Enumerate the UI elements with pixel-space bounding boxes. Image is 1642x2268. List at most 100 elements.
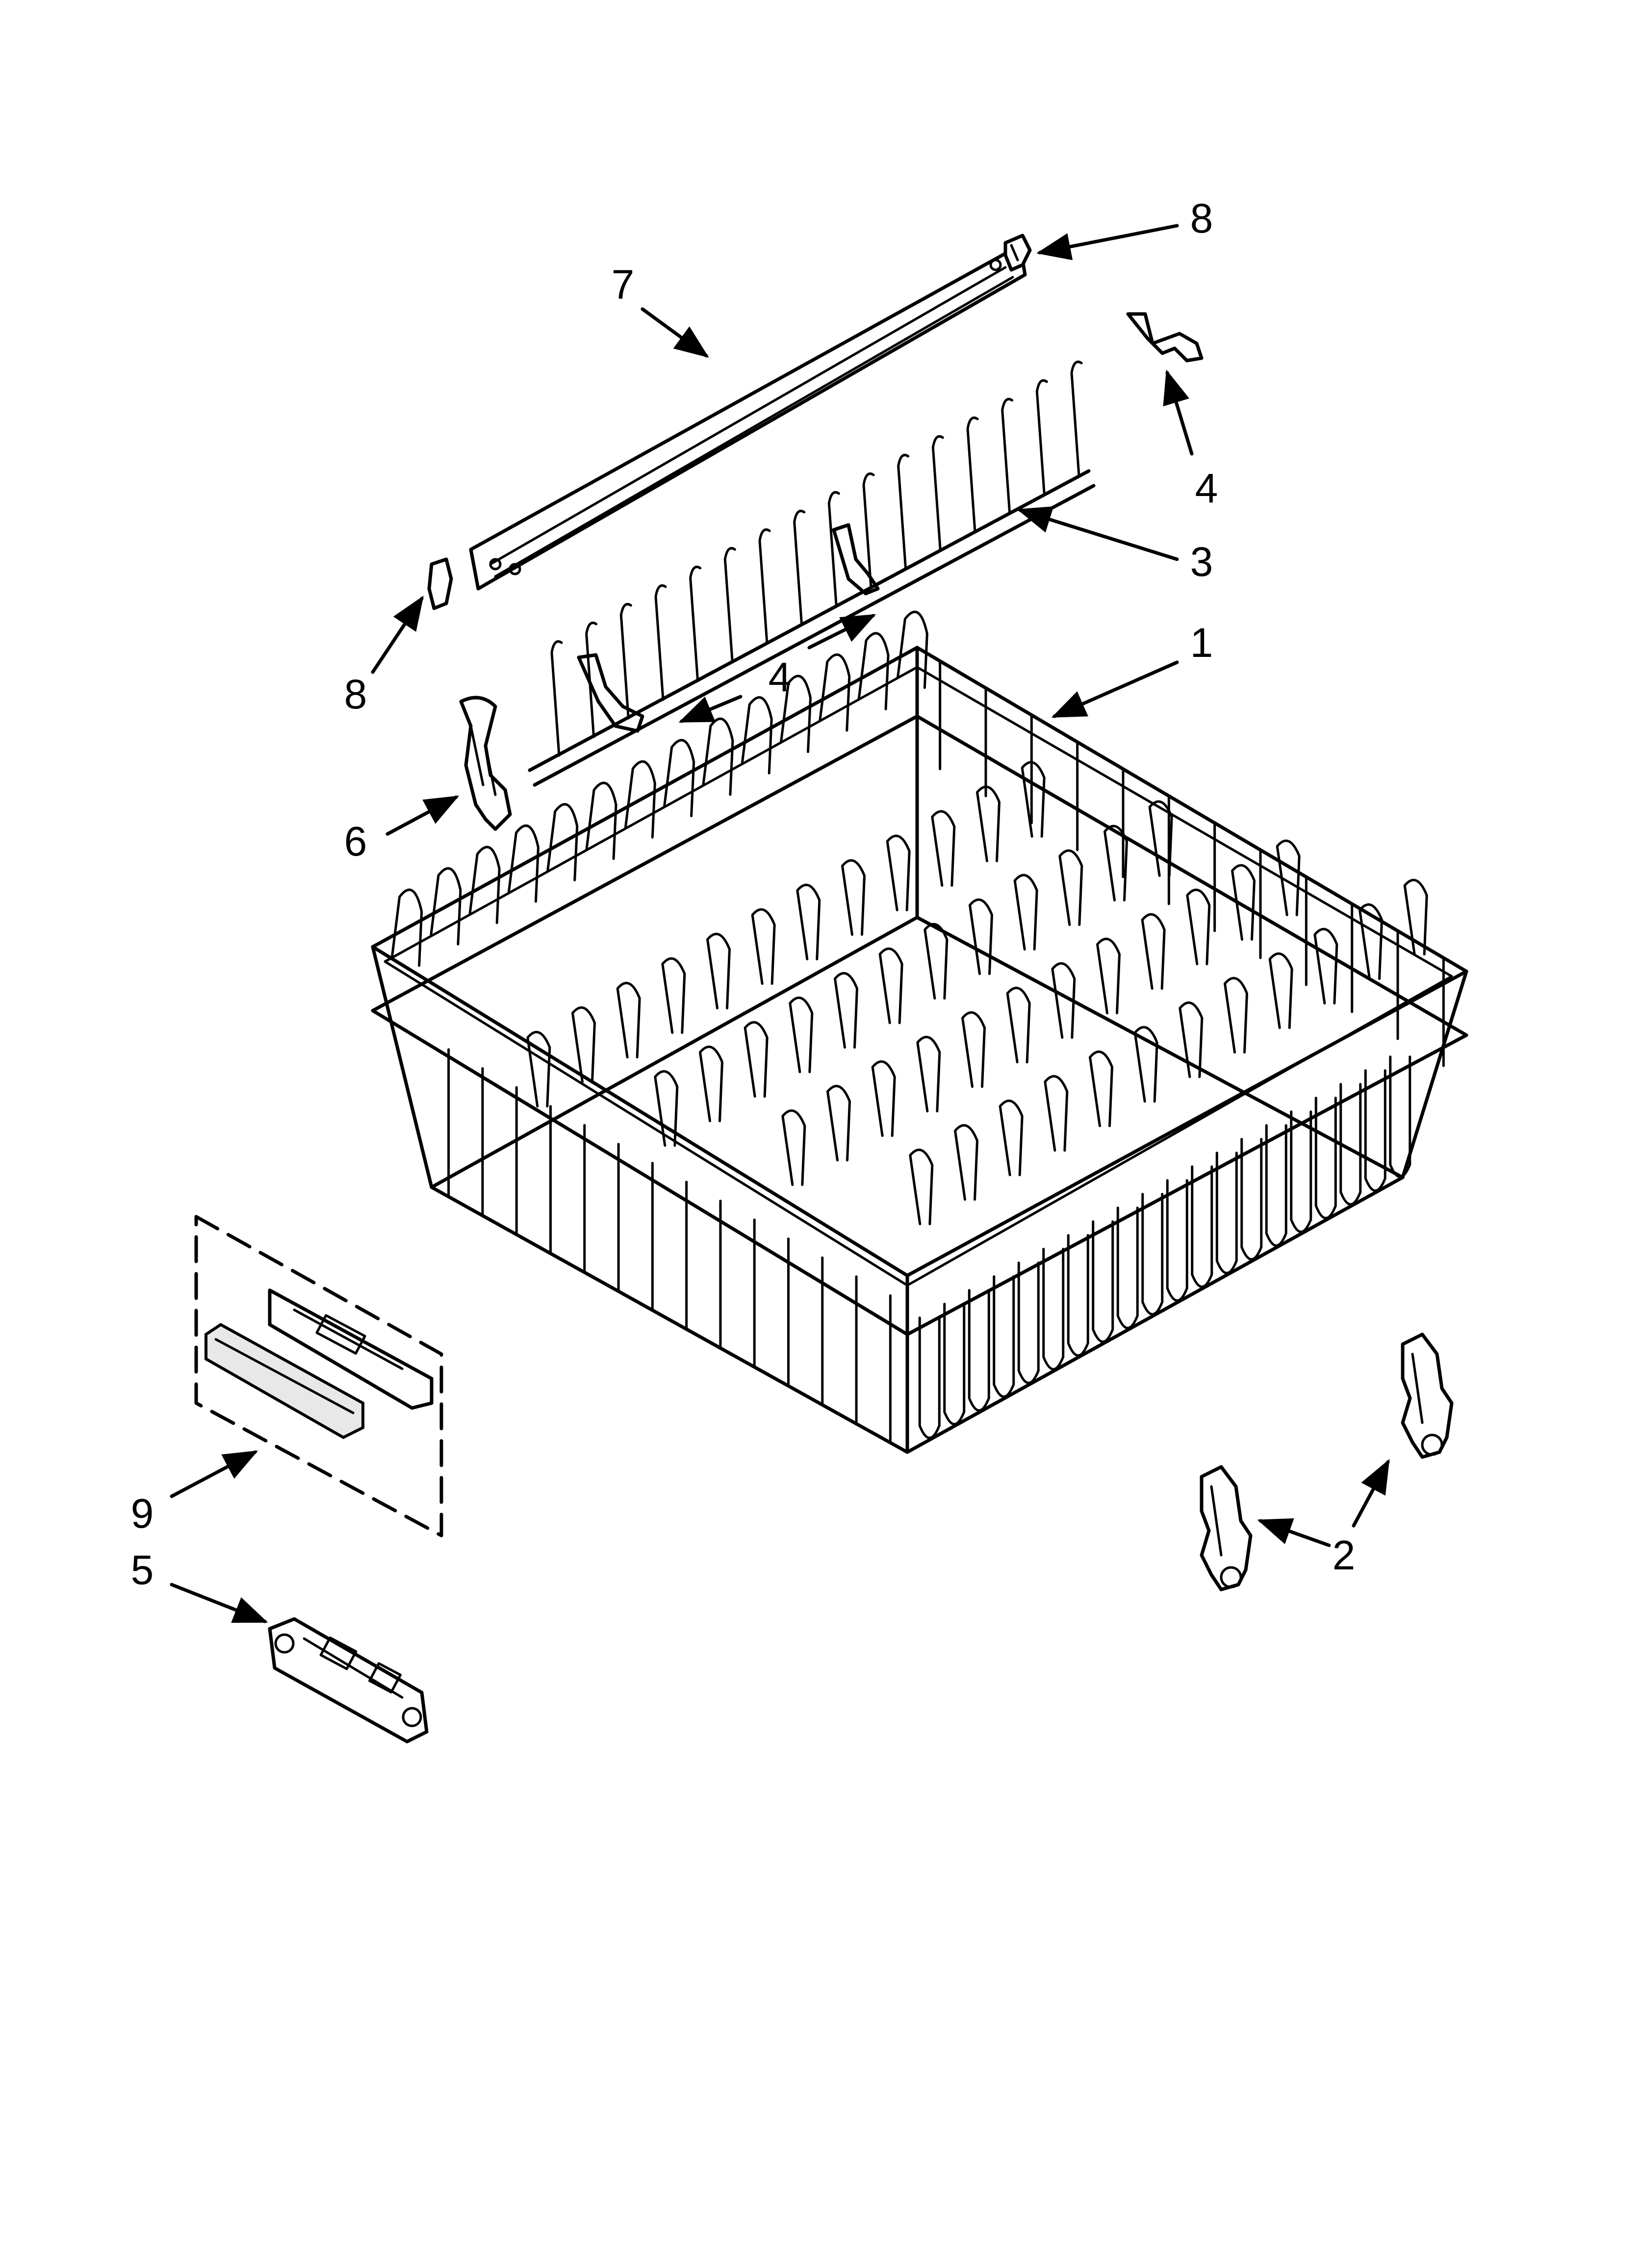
callout-9: 9 <box>130 1490 154 1537</box>
rack-inner-tine <box>661 957 686 1034</box>
rack-back-tine <box>391 888 423 967</box>
rack-back-tine <box>741 696 773 775</box>
rack-inner-tine <box>878 947 903 1024</box>
rack-inner-tine <box>871 1060 896 1137</box>
callout-6: 6 <box>344 818 367 864</box>
tine-row-tine <box>550 640 563 757</box>
rack-back-tine <box>702 717 734 796</box>
rack-end-cap-clip-part <box>268 1617 429 1744</box>
rack-front-tine <box>918 1316 941 1439</box>
tine-row-tine <box>1035 379 1048 496</box>
rack-front-tine <box>993 1275 1015 1398</box>
callout-4-middle: 4 <box>768 654 792 700</box>
rack-front-tine <box>1290 1110 1312 1233</box>
callout-7: 7 <box>611 261 635 308</box>
rack-inner-tine <box>1276 839 1301 916</box>
callout-2: 2 <box>1332 1532 1356 1578</box>
rack-inner-tine <box>1103 825 1128 902</box>
rack-inner-tine <box>1096 938 1121 1015</box>
rack-inner-tine <box>781 1109 806 1186</box>
rack-inner-tine <box>796 884 821 961</box>
tine-row-tine <box>862 472 875 589</box>
rack-back-tine <box>663 739 695 817</box>
tine-clip-left <box>577 653 644 733</box>
rack-inner-tine <box>1403 879 1428 956</box>
rack-front-tine <box>1364 1069 1386 1192</box>
tine-row-tine <box>619 603 632 720</box>
rack-inner-tine <box>1021 761 1046 838</box>
tine-row-tine <box>654 584 667 701</box>
rack-front-tine <box>1067 1234 1089 1357</box>
tine-row-tine <box>1001 398 1014 515</box>
rack-front-tine <box>1240 1138 1263 1261</box>
rack-inner-tine <box>744 1021 769 1098</box>
rack-back-tine <box>896 610 928 689</box>
rack-inner-tine <box>1313 928 1338 1005</box>
rack-back-tine <box>546 803 579 882</box>
rack-inner-tine <box>1268 952 1293 1029</box>
rack-inner-tine <box>1013 874 1038 951</box>
rack-front-tine <box>1166 1179 1188 1302</box>
rack-front-tine <box>1092 1220 1114 1343</box>
rack-inner-tine <box>1051 962 1076 1039</box>
rack-front-tine <box>1116 1206 1139 1330</box>
rack-front-tine <box>1017 1261 1040 1384</box>
rack-inner-tine <box>924 923 949 1000</box>
rack-front-tine <box>1265 1124 1287 1247</box>
rack-inner-tine <box>654 1070 679 1147</box>
tine-row-tine <box>966 417 979 533</box>
rack-back-tine <box>430 867 462 946</box>
rail-end-cap-left <box>427 557 453 610</box>
tine-row-tine <box>585 622 598 738</box>
rack-front-tine <box>1339 1083 1362 1206</box>
rack-adjuster-right <box>1401 1332 1454 1459</box>
handle-kit-part <box>194 1215 443 1538</box>
tine-row-tine <box>931 435 944 552</box>
rack-inner-tine <box>1148 800 1173 877</box>
rack-inner-tine <box>699 1045 723 1122</box>
rack-back-tine <box>585 782 617 860</box>
tine-row-part <box>528 361 1096 787</box>
rack-front-tine <box>1314 1096 1337 1220</box>
rack-inner-tine <box>751 908 776 985</box>
upper-rack-part <box>371 610 1468 1454</box>
rack-inner-tine <box>616 982 641 1059</box>
rail-part <box>469 243 1027 591</box>
rack-inner-tine <box>834 972 858 1049</box>
tine-row-tine <box>897 454 910 571</box>
rack-inner-tine <box>706 933 731 1010</box>
rack-inner-tine <box>961 1011 986 1088</box>
callout-4-top: 4 <box>1195 465 1218 511</box>
rack-inner-tine <box>1359 903 1383 980</box>
rail-end-cap-top <box>1003 234 1032 272</box>
rack-front-tine <box>1389 1055 1411 1178</box>
rack-inner-tine <box>571 1006 596 1083</box>
rack-inner-tine <box>826 1085 851 1162</box>
rack-back-tine <box>819 653 851 732</box>
callout-8-left: 8 <box>344 671 367 717</box>
rack-front-tine <box>943 1303 966 1426</box>
rack-inner-tine <box>886 834 911 912</box>
rack-inner-tine <box>954 1124 978 1201</box>
callout-3: 3 <box>1190 539 1213 585</box>
tine-row-tine <box>1070 361 1083 477</box>
rack-inner-tine <box>841 859 866 936</box>
rack-inner-tine <box>999 1099 1024 1176</box>
rack-inner-tine <box>1133 1026 1158 1103</box>
rack-inner-tine <box>1044 1075 1069 1152</box>
rack-inner-tine <box>916 1036 941 1113</box>
rack-front-tine <box>968 1289 990 1412</box>
tine-row-tine <box>827 491 840 608</box>
rack-back-tine <box>780 675 812 753</box>
rack-front-tine <box>1215 1151 1238 1275</box>
rack-inner-tine <box>931 810 956 887</box>
rack-back-tine <box>624 760 656 839</box>
callout-1: 1 <box>1190 620 1213 666</box>
rack-inner-tine <box>526 1031 551 1108</box>
rack-inner-tine <box>976 785 1001 862</box>
rack-front-tine <box>1042 1248 1065 1371</box>
rack-inner-tine <box>1141 913 1166 990</box>
rack-inner-tine <box>969 898 993 975</box>
